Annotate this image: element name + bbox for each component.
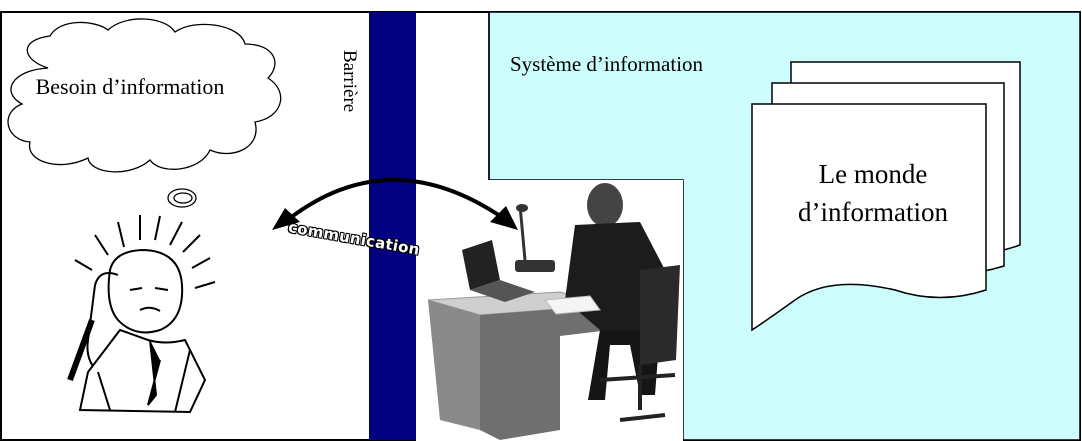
need-for-information-label: Besoin d’information xyxy=(35,74,225,99)
document-stack xyxy=(751,61,1021,332)
stressed-person-drawing xyxy=(67,215,216,414)
barrier-label: Barrière xyxy=(339,50,360,113)
agent-photo xyxy=(416,180,683,441)
communication-arrow xyxy=(272,178,518,230)
information-system-label: Système d’information xyxy=(510,52,704,76)
barrier-bar xyxy=(369,12,416,440)
thought-cloud xyxy=(7,18,282,208)
world-of-information-label: Le monde d’information xyxy=(798,159,948,227)
